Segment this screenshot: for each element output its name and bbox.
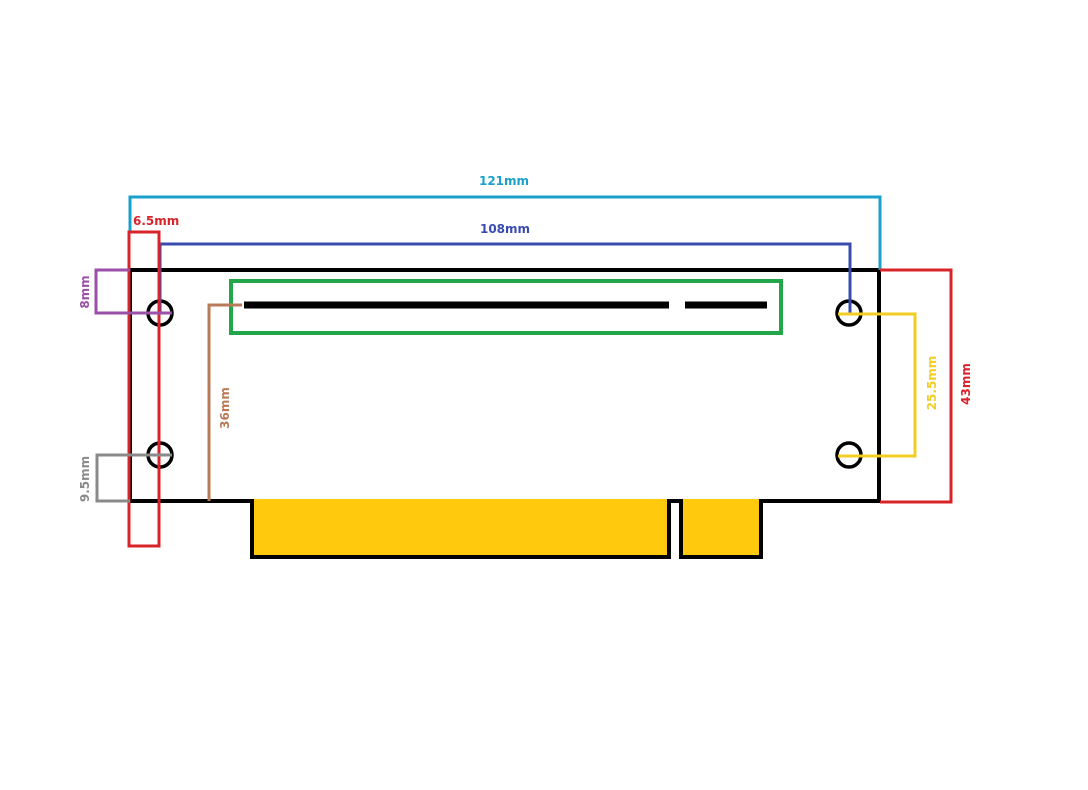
dim-line-bottom-hole-offset — [95, 453, 172, 503]
dim-line-hole-offset-y — [94, 268, 172, 315]
label-hole-vertical-spacing: 25.5mm — [925, 356, 939, 411]
dim-line-hole-vertical-spacing — [838, 312, 917, 458]
dim-box-hole-offset-x — [127, 230, 161, 548]
label-bottom-hole-offset: 9.5mm — [78, 456, 92, 502]
edge-connector — [250, 499, 671, 559]
label-hole-spacing: 108mm — [480, 222, 530, 236]
dim-line-slot-height — [207, 303, 242, 501]
label-board-height: 43mm — [959, 363, 973, 405]
label-hole-offset-y: 8mm — [78, 275, 92, 308]
dim-line-board-height — [880, 268, 953, 504]
label-slot-height: 36mm — [218, 387, 232, 429]
dim-line-overall-width — [128, 195, 882, 270]
label-hole-offset-x: 6.5mm — [133, 214, 179, 228]
edge-connector-small — [679, 499, 763, 559]
slot-outline — [229, 279, 783, 335]
label-overall-width: 121mm — [479, 174, 529, 188]
